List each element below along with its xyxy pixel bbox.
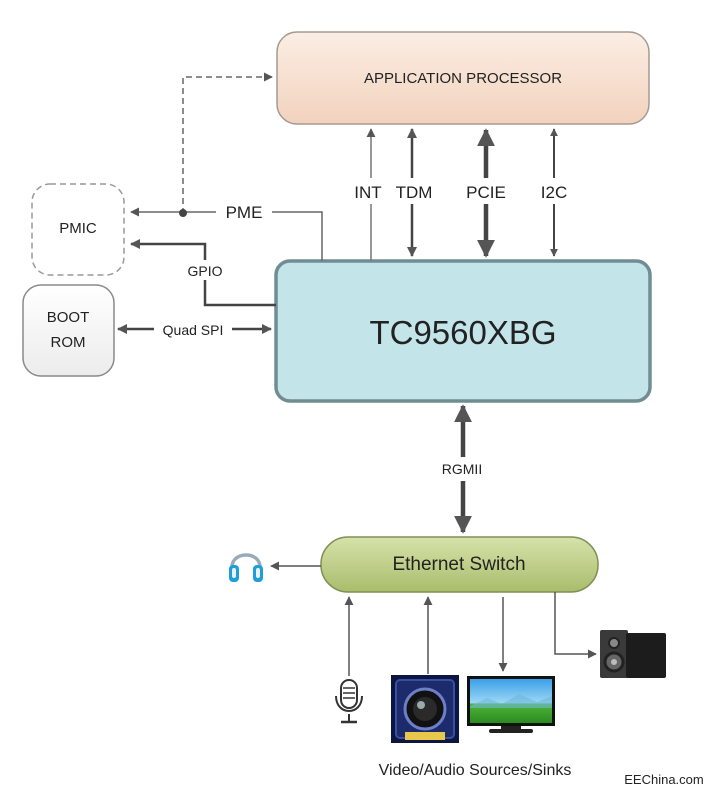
- switch-to-speaker-line: [554, 592, 597, 659]
- ethernet-switch-label: Ethernet Switch: [392, 554, 525, 575]
- pme-label: PME: [226, 203, 263, 222]
- pme-line: [130, 207, 323, 261]
- chip-label: TC9560XBG: [369, 314, 556, 351]
- boot-rom-block: BOOT ROM: [22, 284, 115, 377]
- i2c-label: I2C: [541, 183, 567, 202]
- application-processor-block: APPLICATION PROCESSOR: [276, 31, 650, 125]
- ethernet-switch-block: Ethernet Switch: [320, 536, 599, 593]
- quad-spi-label: Quad SPI: [163, 322, 224, 338]
- gpio-label: GPIO: [187, 263, 222, 279]
- pme-junction-dot: [179, 209, 187, 217]
- camera-icon: [391, 675, 459, 743]
- pme-to-app-dashed-line: [182, 72, 273, 214]
- speaker-icon: [600, 630, 666, 678]
- rgmii-label: RGMII: [442, 461, 482, 477]
- tdm-label: TDM: [396, 183, 433, 202]
- pcie-label: PCIE: [466, 183, 506, 202]
- sources-sinks-caption: Video/Audio Sources/Sinks: [379, 762, 572, 779]
- int-label: INT: [354, 183, 381, 202]
- application-processor-label: APPLICATION PROCESSOR: [364, 70, 562, 87]
- boot-rom-label-line1: BOOT: [47, 309, 90, 326]
- boot-rom-label-line2: ROM: [51, 334, 86, 351]
- watermark: EEChina.com: [624, 772, 703, 787]
- tc9560xbg-block: TC9560XBG: [274, 259, 652, 403]
- pmic-label: PMIC: [59, 220, 97, 237]
- pmic-block: PMIC: [31, 183, 125, 276]
- microphone-icon: [335, 679, 363, 724]
- headphones-icon: [229, 553, 263, 582]
- tv-monitor-icon: [467, 676, 555, 733]
